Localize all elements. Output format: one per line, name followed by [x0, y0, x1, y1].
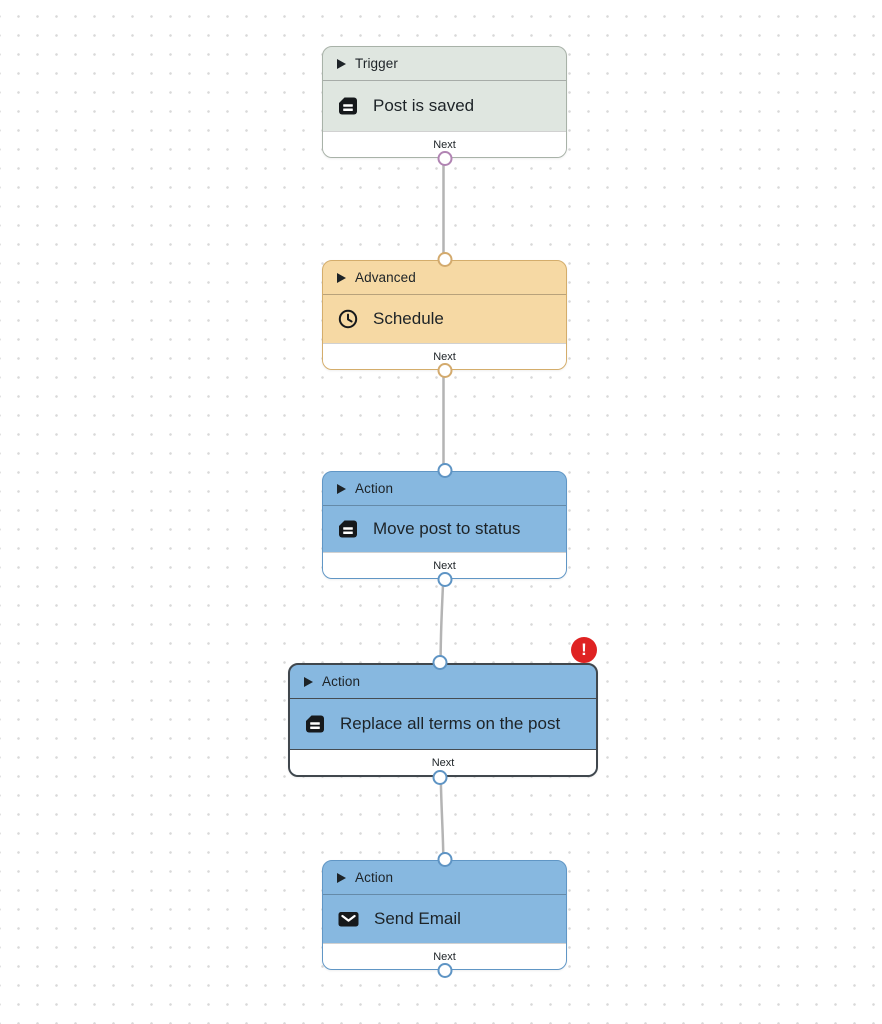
next-label: Next	[431, 756, 455, 769]
collapse-triangle-icon[interactable]	[337, 58, 346, 69]
node-body: Move post to status	[323, 506, 566, 552]
node-header: Action	[290, 665, 596, 699]
collapse-triangle-icon[interactable]	[337, 483, 346, 494]
node-title: Send Email	[374, 909, 461, 928]
next-label: Next	[433, 950, 456, 963]
node-box: Trigger Post is saved Next	[322, 46, 567, 158]
workflow-node-schedule[interactable]: Advanced Schedule Next	[322, 252, 567, 378]
node-type-label: Action	[355, 481, 394, 496]
node-body: Replace all terms on the post	[290, 699, 596, 749]
document-icon	[304, 713, 326, 735]
node-type-label: Action	[322, 674, 361, 689]
input-port[interactable]	[437, 463, 452, 478]
output-port[interactable]	[437, 572, 452, 587]
node-header: Trigger	[323, 47, 566, 81]
node-box: Action Move post to status Next	[322, 471, 567, 579]
error-badge[interactable]: !	[571, 637, 597, 663]
node-title: Post is saved	[373, 96, 475, 115]
node-title: Schedule	[373, 309, 444, 328]
node-body: Schedule	[323, 295, 566, 343]
next-label: Next	[433, 559, 456, 572]
next-label: Next	[433, 350, 456, 363]
workflow-node-trigger[interactable]: Trigger Post is saved Next	[322, 46, 567, 166]
input-port[interactable]	[437, 852, 452, 867]
workflow-node-send-email[interactable]: Action Send Email Next	[322, 852, 567, 978]
output-port[interactable]	[437, 151, 452, 166]
node-title: Move post to status	[373, 519, 521, 538]
node-body: Send Email	[323, 895, 566, 943]
node-header: Advanced	[323, 261, 566, 295]
output-port[interactable]	[437, 363, 452, 378]
workflow-node-replace-terms[interactable]: Action Replace all terms on the post Nex…	[288, 637, 598, 785]
node-header: Action	[323, 861, 566, 895]
node-header: Action	[323, 472, 566, 506]
next-label: Next	[433, 138, 456, 151]
workflow-node-move-post[interactable]: Action Move post to status Next	[322, 463, 567, 587]
document-icon	[337, 518, 359, 540]
output-port[interactable]	[432, 770, 448, 785]
node-body: Post is saved	[323, 81, 566, 131]
clock-icon	[337, 308, 359, 330]
collapse-triangle-icon[interactable]	[337, 272, 346, 283]
collapse-triangle-icon[interactable]	[337, 872, 346, 883]
email-icon	[337, 908, 360, 930]
input-port[interactable]	[432, 655, 448, 670]
node-type-label: Trigger	[355, 56, 398, 71]
output-port[interactable]	[437, 963, 452, 978]
node-type-label: Action	[355, 870, 394, 885]
node-type-label: Advanced	[355, 270, 416, 285]
node-box: Advanced Schedule Next	[322, 260, 567, 370]
node-box: Action Send Email Next	[322, 860, 567, 970]
collapse-triangle-icon[interactable]	[304, 676, 313, 687]
input-port[interactable]	[437, 252, 452, 267]
node-footer: Next	[323, 343, 566, 369]
document-icon	[337, 95, 359, 117]
node-box: Action Replace all terms on the post Nex…	[288, 663, 598, 777]
node-title: Replace all terms on the post	[340, 714, 561, 733]
